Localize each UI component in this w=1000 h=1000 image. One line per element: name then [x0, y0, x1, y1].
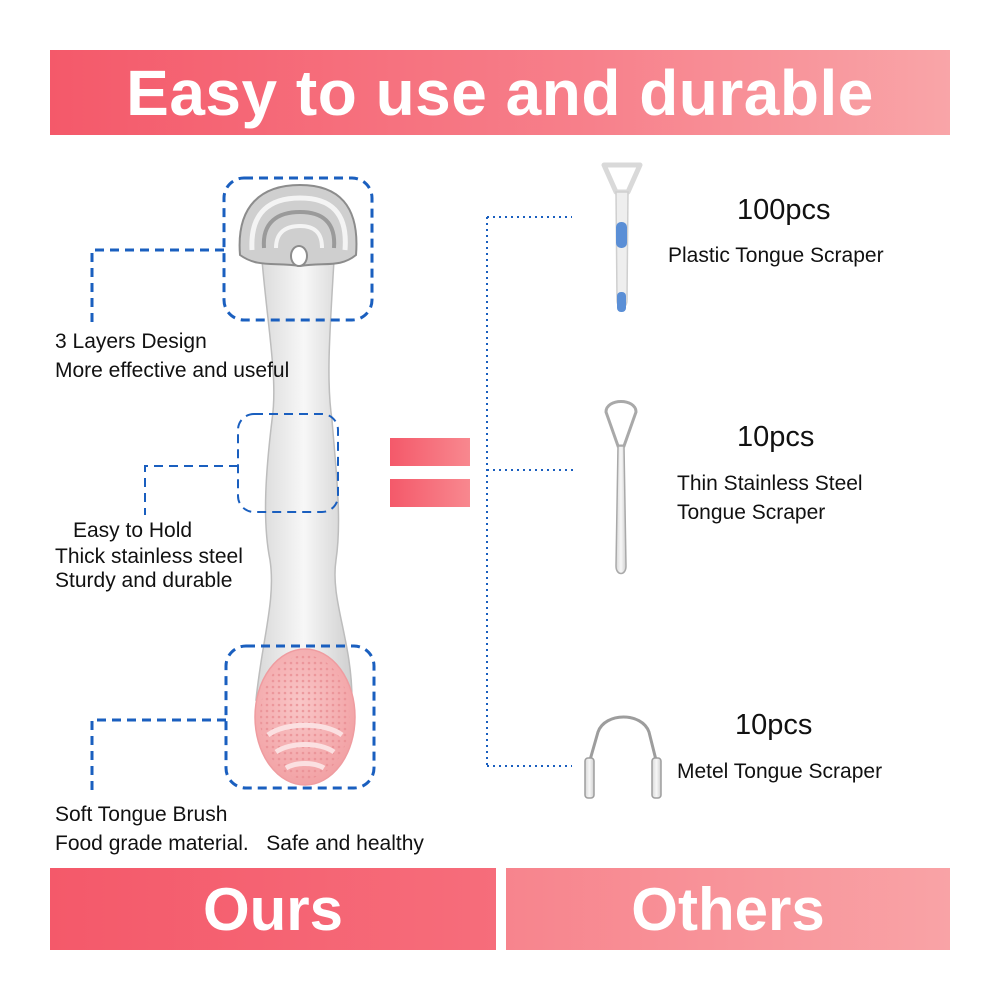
callout-hold-title: Easy to Hold [73, 519, 193, 542]
callout-brush-title: Soft Tongue Brush [55, 803, 228, 826]
equals-bar-top [390, 438, 470, 466]
ours-banner: Ours [50, 868, 496, 950]
page-title: Easy to use and durable [126, 56, 874, 129]
thin-steel-label-line1: Thin Stainless Steel [677, 472, 863, 495]
header-banner: Easy to use and durable [50, 50, 950, 135]
thin-steel-count: 10pcs [737, 421, 815, 453]
metal-label: Metel Tongue Scraper [677, 760, 883, 783]
plastic-label: Plastic Tongue Scraper [668, 244, 884, 267]
callout-layers-desc: More effective and useful [55, 359, 290, 382]
callout-hold-desc2: Sturdy and durable [55, 569, 233, 592]
callout-brush-desc: Food grade material. Safe and healthy [55, 832, 424, 855]
others-banner: Others [506, 868, 950, 950]
others-bracket [486, 216, 576, 767]
metal-count: 10pcs [735, 709, 813, 741]
ours-label: Ours [202, 875, 344, 943]
metal-scraper-image [584, 715, 662, 799]
thin-steel-scraper-image [604, 400, 638, 575]
callout-hold-desc1: Thick stainless steel [55, 545, 243, 568]
callout-frames [90, 176, 376, 790]
thin-steel-label-line2: Tongue Scraper [677, 501, 826, 524]
callout-layers-title: 3 Layers Design [55, 330, 207, 353]
plastic-scraper-image [601, 162, 643, 312]
others-label: Others [631, 875, 825, 943]
thin-steel-label: Thin Stainless Steel Tongue Scraper [677, 472, 863, 525]
plastic-count: 100pcs [737, 194, 831, 226]
equals-bar-bottom [390, 479, 470, 507]
callout-brush: Soft Tongue Brush Food grade material. S… [55, 803, 424, 856]
callout-hold: Easy to Hold Thick stainless steel Sturd… [55, 519, 243, 593]
ours-scraper [238, 183, 358, 786]
callout-layers: 3 Layers Design More effective and usefu… [55, 330, 289, 383]
